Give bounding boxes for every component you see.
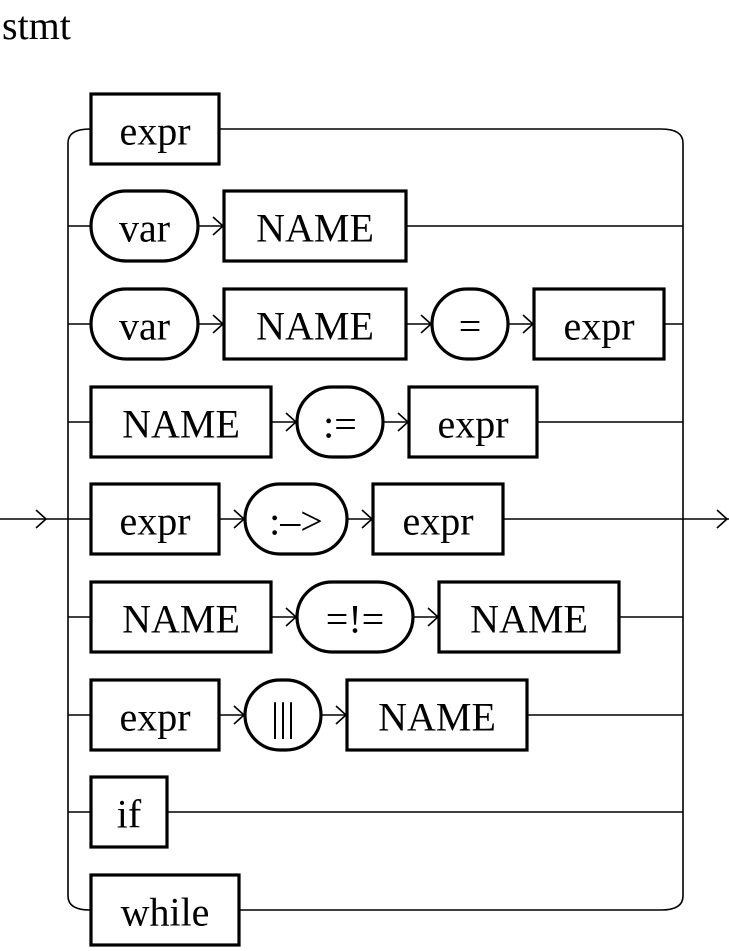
node-label: =!= xyxy=(326,597,384,642)
nonterminal-node: NAME xyxy=(222,287,408,361)
nonterminal-shape xyxy=(222,287,408,361)
nonterminal-shape xyxy=(89,92,221,166)
nonterminal-node: while xyxy=(89,873,241,947)
node-label: :–> xyxy=(269,499,323,544)
node-label: expr xyxy=(563,304,634,349)
nonterminal-shape xyxy=(437,580,621,654)
nonterminal-node: expr xyxy=(89,678,221,752)
nonterminal-node: expr xyxy=(532,287,666,361)
node-label: var xyxy=(119,304,170,349)
nonterminal-node: NAME xyxy=(222,189,408,263)
nonterminal-shape xyxy=(407,385,539,459)
node-label: NAME xyxy=(470,597,588,642)
node-label: while xyxy=(121,890,210,935)
nonterminal-node: NAME xyxy=(89,580,273,654)
terminal-shape xyxy=(89,189,200,263)
nonterminal-node: if xyxy=(89,775,169,849)
nonterminal-shape xyxy=(222,189,408,263)
node-label: expr xyxy=(119,499,190,544)
terminal-shape xyxy=(430,287,510,361)
node-label: := xyxy=(323,402,357,447)
nonterminal-shape xyxy=(89,580,273,654)
terminal-node: := xyxy=(295,385,385,459)
terminal-shape xyxy=(243,482,349,556)
node-label: expr xyxy=(119,695,190,740)
node-label: expr xyxy=(437,402,508,447)
node-label: = xyxy=(459,304,482,349)
node-label: NAME xyxy=(378,695,496,740)
terminal-shape xyxy=(295,580,415,654)
node-label: NAME xyxy=(256,206,374,251)
nonterminal-node: NAME xyxy=(437,580,621,654)
terminal-node: =!= xyxy=(295,580,415,654)
node-label: ||| xyxy=(271,695,295,740)
node-label: expr xyxy=(402,499,473,544)
nonterminal-shape xyxy=(371,482,505,556)
terminal-shape xyxy=(295,385,385,459)
terminal-node: :–> xyxy=(243,482,349,556)
entry-arrow-icon xyxy=(35,509,48,529)
terminal-node: var xyxy=(89,287,200,361)
nonterminal-node: expr xyxy=(89,92,221,166)
terminal-shape xyxy=(89,287,200,361)
node-label: NAME xyxy=(256,304,374,349)
nonterminal-shape xyxy=(89,873,241,947)
terminal-node: = xyxy=(430,287,510,361)
exit-arrow-icon xyxy=(716,509,729,529)
nonterminal-node: expr xyxy=(407,385,539,459)
node-label: NAME xyxy=(122,597,240,642)
nonterminal-node: NAME xyxy=(89,385,273,459)
terminal-shape xyxy=(243,678,323,752)
nonterminal-shape xyxy=(89,775,169,849)
nonterminal-shape xyxy=(89,385,273,459)
diagram-title: stmt xyxy=(2,3,71,48)
node-label: var xyxy=(119,206,170,251)
terminal-node: ||| xyxy=(243,678,323,752)
node-label: NAME xyxy=(122,402,240,447)
nonterminal-shape xyxy=(89,678,221,752)
nonterminal-shape xyxy=(532,287,666,361)
nonterminal-node: NAME xyxy=(345,678,529,752)
node-label: if xyxy=(117,792,142,837)
nonterminal-shape xyxy=(89,482,221,556)
nonterminal-node: expr xyxy=(89,482,221,556)
node-label: expr xyxy=(119,109,190,154)
nonterminal-node: expr xyxy=(371,482,505,556)
terminal-node: var xyxy=(89,189,200,263)
nonterminal-shape xyxy=(345,678,529,752)
